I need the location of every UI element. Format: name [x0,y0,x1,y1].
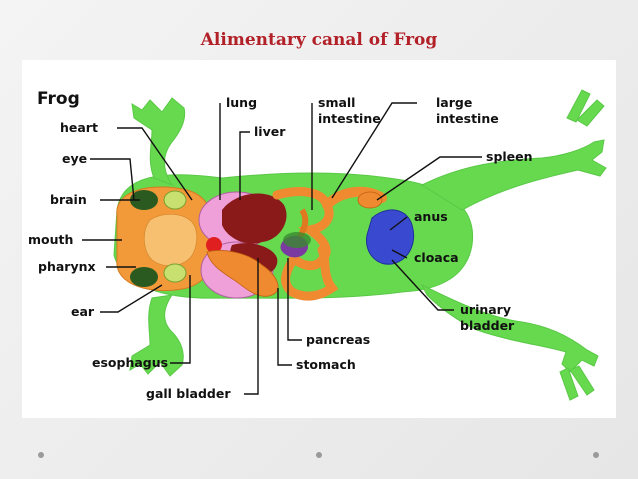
ear-lower [163,263,187,283]
eye-lower [130,267,158,287]
slide-dot-left [38,452,44,458]
stomach-organ [206,250,279,297]
heart-organ [206,237,222,253]
label-cloaca: cloaca [414,250,459,265]
ear-upper [163,190,187,210]
frog-head [116,186,218,292]
label-brain: brain [50,192,87,207]
label-small-intestine-line2: intestine [318,111,381,126]
label-anus: anus [414,209,448,224]
label-large-intestine-line1: large [436,95,472,110]
label-urinary-bladder-line1: urinary [460,302,511,317]
label-liver: liver [254,124,286,139]
label-esophagus: esophagus [92,355,168,370]
label-stomach: stomach [296,357,356,372]
label-small-intestine-line1: small [318,95,355,110]
liver-organ [222,193,287,244]
frog-diagram: Frog heart eye brain mouth pharynx ear e… [28,89,607,401]
label-pancreas: pancreas [306,332,370,347]
slide-title: Alimentary canal of Frog [200,30,438,50]
spleen-organ [357,191,383,209]
slide-dot-center [316,452,322,458]
urinary-bladder-organ [365,209,415,265]
label-frog: Frog [37,89,80,109]
label-heart: heart [60,120,98,135]
label-pharynx: pharynx [38,259,96,274]
label-lung: lung [226,95,257,110]
organs [198,186,415,301]
label-mouth: mouth [28,232,73,247]
label-spleen: spleen [486,149,533,164]
label-eye: eye [62,151,87,166]
slide-dot-right [593,452,599,458]
eye-upper [130,190,158,210]
diagram-labels: Frog heart eye brain mouth pharynx ear e… [28,89,533,401]
pointer-lines [82,102,482,395]
label-gall-bladder: gall bladder [146,386,231,401]
diagram-panel: Frog heart eye brain mouth pharynx ear e… [22,60,616,418]
label-large-intestine-line2: intestine [436,111,499,126]
label-ear: ear [71,304,95,319]
label-urinary-bladder-line2: bladder [460,318,515,333]
